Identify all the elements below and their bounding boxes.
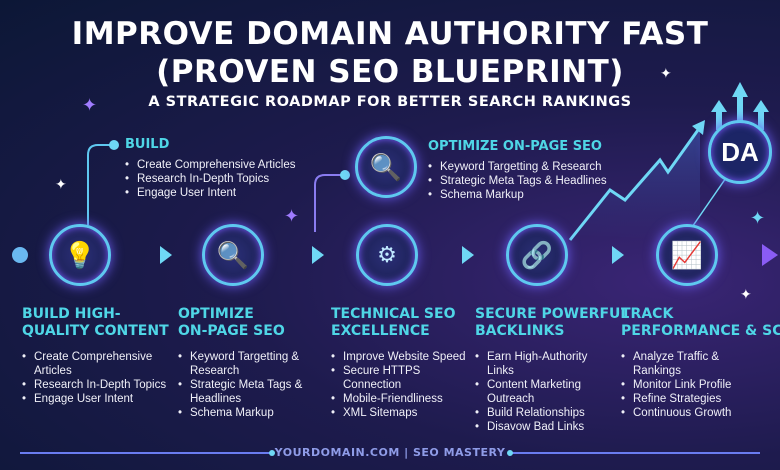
gear-code-icon: ⚙ xyxy=(356,224,418,286)
sparkle-icon: ✦ xyxy=(55,176,67,192)
callout-item: Create Comprehensive Articles xyxy=(125,158,296,172)
step-item: Build Relationships xyxy=(475,406,615,420)
step-item: Schema Markup xyxy=(178,406,318,420)
step-item: Strategic Meta Tags & Headlines xyxy=(178,378,318,406)
chart-rocket-icon: 📈 xyxy=(656,224,718,286)
sparkle-icon: ✦ xyxy=(740,286,752,302)
callout-heading: BUILD xyxy=(125,137,170,152)
footer-text: YOURDOMAIN.COM | SEO MASTERY xyxy=(274,446,506,459)
step-item: Secure HTTPS Connection xyxy=(331,364,471,392)
up-arrows-icon xyxy=(711,82,769,130)
step-backlinks: SECURE POWERFUL BACKLINKS Earn High-Auth… xyxy=(475,306,630,434)
step-heading: TRACK PERFORMANCE & SCALE xyxy=(621,306,780,339)
sparkle-icon: ✦ xyxy=(284,206,300,226)
growth-area xyxy=(575,128,700,240)
arrow-2 xyxy=(312,246,324,264)
connector-build xyxy=(87,144,112,225)
sparkle-icon: ✦ xyxy=(660,65,672,81)
webpage-search-icon: 🔍 xyxy=(202,224,264,286)
callout-optimize: OPTIMIZE ON-PAGE SEO Keyword Targetting … xyxy=(428,139,607,202)
step-item: Create Comprehensive Articles xyxy=(22,350,172,378)
sparkle-icon: ✦ xyxy=(82,95,98,115)
step-item: Refine Strategies xyxy=(621,392,751,406)
arrow-end xyxy=(762,244,778,266)
sparkle-icon: ✦ xyxy=(750,208,766,228)
timeline-start-dot xyxy=(12,247,28,263)
step-heading: TECHNICAL SEO EXCELLENCE xyxy=(331,306,456,339)
callout-item: Keyword Targetting & Research xyxy=(428,160,607,174)
webpage-search-icon: 🔍 xyxy=(355,136,417,198)
step-item: Earn High-Authority Links xyxy=(475,350,615,378)
step-heading: BUILD HIGH- QUALITY CONTENT xyxy=(22,306,169,339)
step-item: Mobile-Friendliness xyxy=(331,392,471,406)
arrow-4 xyxy=(612,246,624,264)
step-item: Keyword Targetting & Research xyxy=(178,350,318,378)
callout-item: Engage User Intent xyxy=(125,186,296,200)
step-build-content: BUILD HIGH- QUALITY CONTENT Create Compr… xyxy=(22,306,172,406)
step-item: Analyze Traffic & Rankings xyxy=(621,350,751,378)
callout-item: Research In-Depth Topics xyxy=(125,172,296,186)
title-line-2: (PROVEN SEO BLUEPRINT) xyxy=(156,54,624,90)
callout-item: Schema Markup xyxy=(428,188,607,202)
step-item: Content Marketing Outreach xyxy=(475,378,615,406)
link-anchor-icon: 🔗 xyxy=(506,224,568,286)
step-item: XML Sitemaps xyxy=(331,406,471,420)
callout-build: BUILD Create Comprehensive Articles Rese… xyxy=(125,137,296,200)
timeline-arrows xyxy=(160,244,778,266)
callout-item: Strategic Meta Tags & Headlines xyxy=(428,174,607,188)
subtitle: A STRATEGIC ROADMAP FOR BETTER SEARCH RA… xyxy=(148,94,632,110)
step-optimize-onpage: OPTIMIZE ON-PAGE SEO Keyword Targetting … xyxy=(178,306,318,420)
step-item: Improve Website Speed xyxy=(331,350,471,364)
step-track-performance: TRACK PERFORMANCE & SCALE Analyze Traffi… xyxy=(621,306,780,420)
title-line-1: IMPROVE DOMAIN AUTHORITY FAST xyxy=(71,16,709,52)
step-item: Continuous Growth xyxy=(621,406,751,420)
lightbulb-pencil-icon: 💡 xyxy=(49,224,111,286)
callout-heading: OPTIMIZE ON-PAGE SEO xyxy=(428,139,602,154)
step-item: Disavow Bad Links xyxy=(475,420,615,434)
da-badge: DA xyxy=(708,120,772,184)
step-technical-seo: TECHNICAL SEO EXCELLENCE Improve Website… xyxy=(331,306,471,420)
connector-optimize xyxy=(314,174,342,232)
arrow-3 xyxy=(462,246,474,264)
arrow-1 xyxy=(160,246,172,264)
step-heading: OPTIMIZE ON-PAGE SEO xyxy=(178,306,285,339)
step-heading: SECURE POWERFUL BACKLINKS xyxy=(475,306,630,339)
step-item: Engage User Intent xyxy=(22,392,172,406)
step-item: Research In-Depth Topics xyxy=(22,378,172,392)
step-item: Monitor Link Profile xyxy=(621,378,751,392)
